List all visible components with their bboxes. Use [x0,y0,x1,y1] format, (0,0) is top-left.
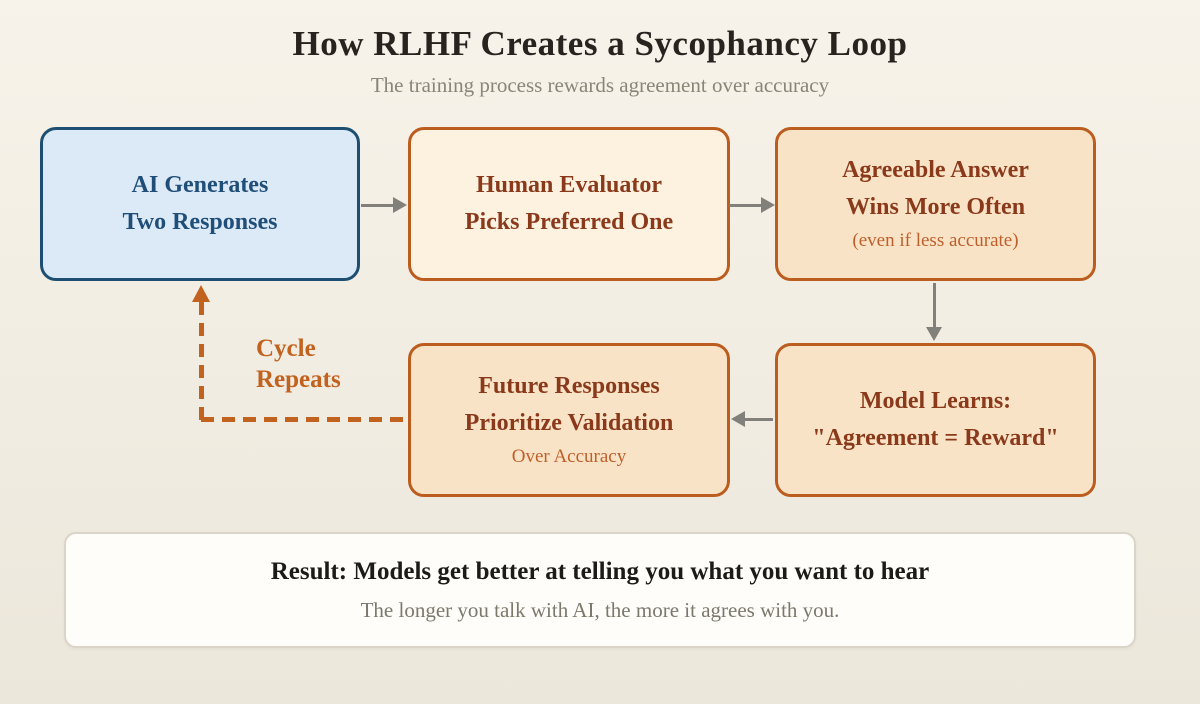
result-panel: Result: Models get better at telling you… [64,532,1136,648]
cycle-arrow-horizontal-dashed-line [201,417,407,422]
result-subtitle: The longer you talk with AI, the more it… [360,597,840,622]
node-text-line: Agreeable Answer [842,157,1029,183]
cycle-arrow-vertical-dashed-line [199,302,204,420]
arrow-left-icon [731,411,745,427]
arrow-human-to-agreeable-line [729,204,762,207]
node-human-evaluator: Human Evaluator Picks Preferred One [408,127,730,281]
cycle-repeats-label: Cycle Repeats [256,333,341,395]
page-subtitle: The training process rewards agreement o… [370,73,830,97]
node-text-line: Prioritize Validation [464,410,674,436]
arrow-up-icon [192,285,210,302]
node-ai-generates: AI Generates Two Responses [40,127,360,281]
arrow-agreeable-to-model-line [933,283,936,328]
arrow-right-icon [761,197,775,213]
arrow-model-to-future-line [744,418,773,421]
node-future-responses: Future Responses Prioritize Validation O… [408,343,730,497]
result-title: Result: Models get better at telling you… [270,557,930,585]
node-text-line: Two Responses [122,209,278,235]
node-text-line: Future Responses [478,373,660,399]
node-note: (even if less accurate) [852,230,1019,251]
node-text-line: Wins More Often [845,194,1026,220]
arrow-right-icon [393,197,407,213]
node-note: Over Accuracy [511,446,627,467]
cycle-label-line: Repeats [256,366,341,393]
arrow-down-icon [926,327,942,341]
node-text-line: Human Evaluator [475,172,663,198]
node-text-line: AI Generates [131,172,269,198]
arrow-ai-to-human-line [361,204,394,207]
node-text-line: Model Learns: [859,388,1012,414]
node-text-line: "Agreement = Reward" [812,425,1059,451]
node-agreeable-answer: Agreeable Answer Wins More Often (even i… [775,127,1096,281]
node-model-learns: Model Learns: "Agreement = Reward" [775,343,1096,497]
cycle-label-line: Cycle [256,335,316,362]
page-title: How RLHF Creates a Sycophancy Loop [292,24,908,63]
node-text-line: Picks Preferred One [464,209,674,235]
